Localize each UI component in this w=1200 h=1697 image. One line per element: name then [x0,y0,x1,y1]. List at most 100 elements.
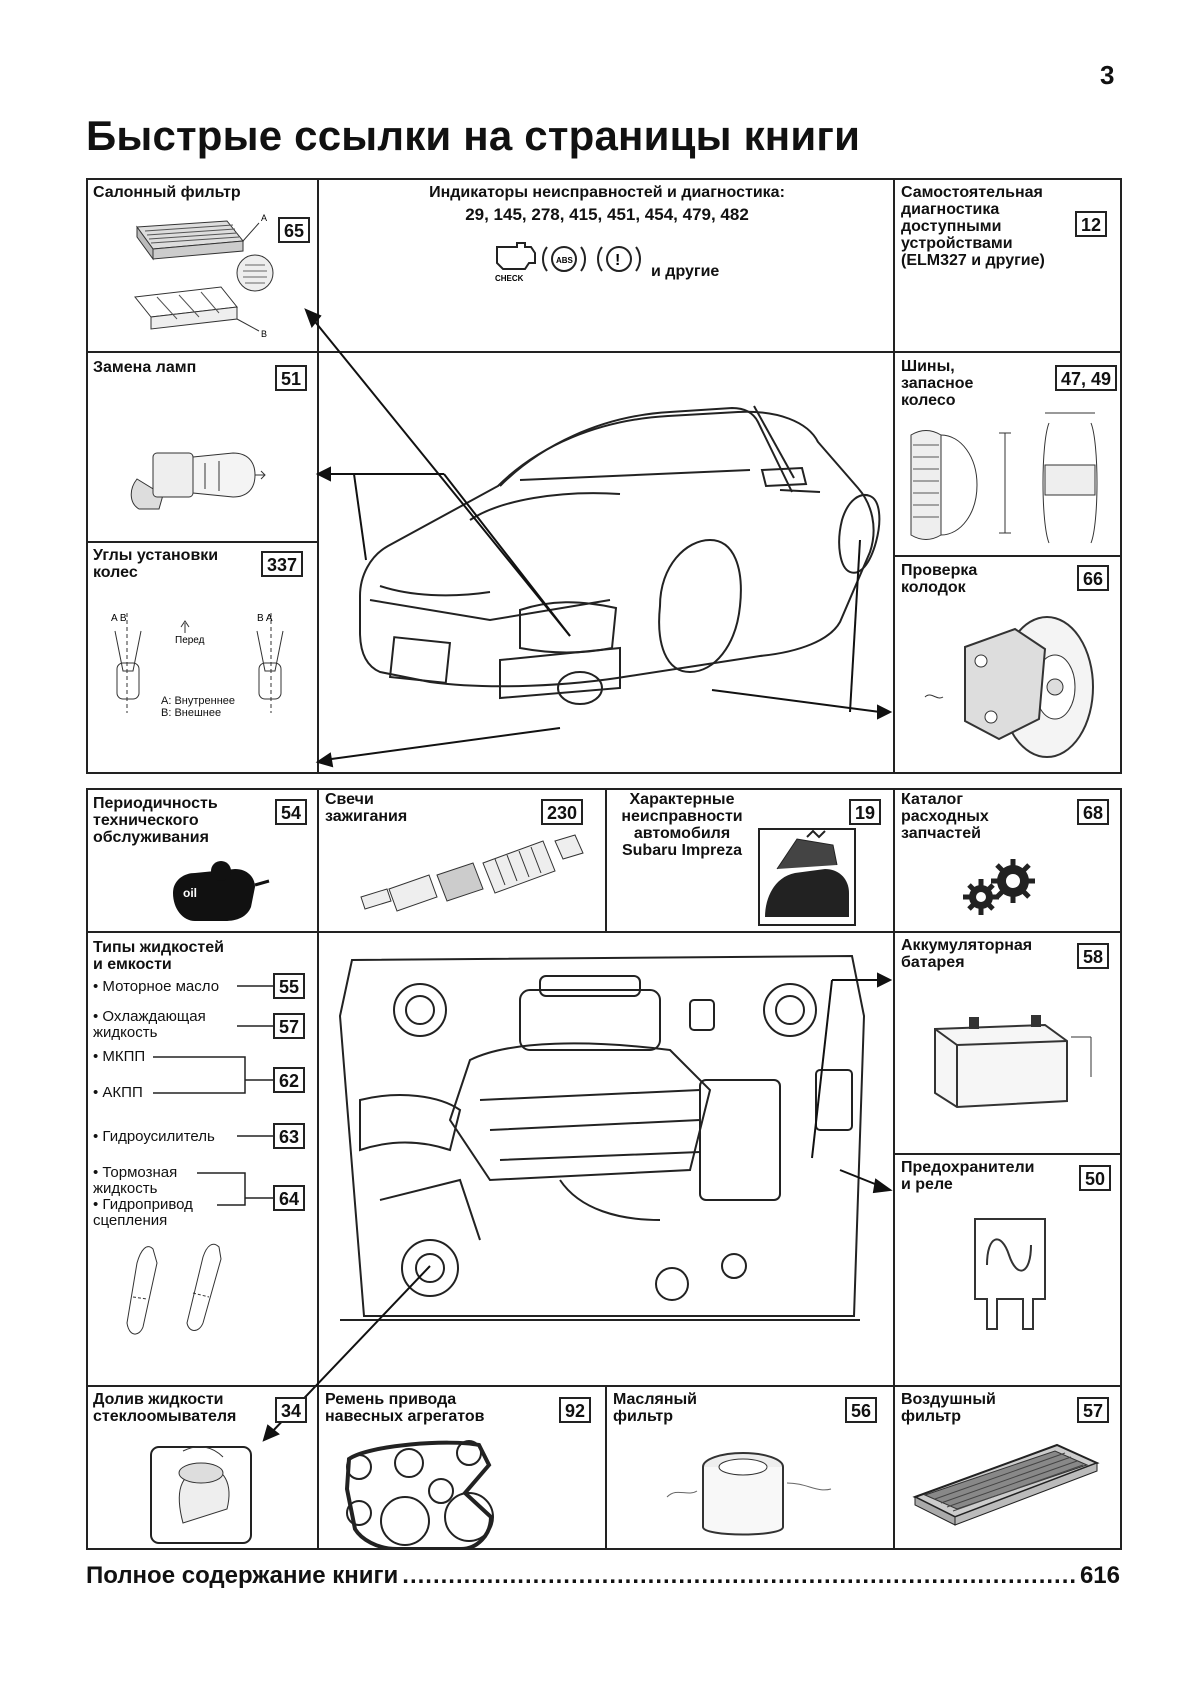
abs-icon: ABS [542,246,586,272]
cell-diagnostics[interactable]: Индикаторы неисправностей и диагностика:… [318,178,894,352]
alignment-marks-left: A B [111,613,127,624]
alignment-front: Перед [175,635,205,646]
parts-catalog-label: Каталог расходных запчастей [901,791,989,842]
cell-car-view [318,352,894,774]
brake-pads-label: Проверка колодок [901,562,978,596]
gears-icon [963,859,1035,915]
car-illustration [304,308,893,768]
belt-label: Ремень привода навесных агрегатов [325,1391,485,1425]
cell-lamps[interactable]: Замена ламп 51 [86,352,318,542]
maintenance-page[interactable]: 54 [275,799,308,825]
battery-icon [934,1015,1092,1109]
cell-self-diagnostics[interactable]: Самостоятельная диагностика доступными у… [894,178,1122,352]
cell-brake-pads[interactable]: Проверка колодок 66 [894,556,1122,774]
warning-lights-icons: CHECK ABS ! [495,242,641,283]
fuses-page[interactable]: 50 [1079,1165,1112,1191]
cell-battery[interactable]: Аккумуляторная батарея 58 [894,932,1122,1154]
parts-catalog-page[interactable]: 68 [1077,799,1110,825]
warn-icon-text: ! [615,252,620,269]
oil-filter-icon [666,1452,832,1536]
fluids-label: Типы жидкостей и емкости [93,939,224,973]
page-title: Быстрые ссылки на страницы книги [86,112,861,159]
cell-air-filter[interactable]: Воздушный фильтр 57 [894,1386,1122,1550]
tires-page[interactable]: 47, 49 [1055,365,1118,391]
abs-icon-text: ABS [556,256,574,265]
air-filter-page[interactable]: 57 [1077,1397,1110,1423]
fuses-label: Предохранители и реле [901,1159,1035,1193]
cell-spark-plugs[interactable]: Свечи зажигания 230 [318,788,606,932]
air-filter-icon [912,1443,1100,1526]
cell-faults[interactable]: Характерные неисправности автомобиля Sub… [606,788,894,932]
fluid-trans-page[interactable]: 62 [273,1067,306,1093]
fluid-coolant-page[interactable]: 57 [273,1013,306,1039]
alignment-legend: A: Внутреннее B: Внешнее [161,695,236,719]
cell-wheel-alignment[interactable]: Углы установки колес 337 A B B A Перед A… [86,542,318,774]
page-number: 3 [1100,60,1115,90]
oil-filter-page[interactable]: 56 [845,1397,878,1423]
faults-page[interactable]: 19 [849,799,882,825]
cell-fuses[interactable]: Предохранители и реле 50 [894,1154,1122,1386]
spark-plugs-label: Свечи зажигания [325,791,408,825]
cell-engine-bay [318,932,894,1386]
belt-page[interactable]: 92 [559,1397,592,1423]
self-diag-page[interactable]: 12 [1075,211,1108,237]
cabin-filter-icon: A B [134,213,274,339]
fluid-manual-trans: • МКПП [93,1048,146,1065]
lamps-page[interactable]: 51 [275,365,308,391]
cell-washer-fluid[interactable]: Долив жидкости стеклоомывателя 34 [86,1386,318,1550]
washer-label: Долив жидкости стеклоомывателя [93,1391,237,1425]
washer-page[interactable]: 34 [275,1397,308,1423]
spark-plugs-page[interactable]: 230 [541,799,584,825]
brake-pads-page[interactable]: 66 [1077,565,1110,591]
battery-page[interactable]: 58 [1077,943,1110,969]
fluid-power-steering-page[interactable]: 63 [273,1123,306,1149]
fluid-coolant: • Охлаждающая жидкость [93,1008,206,1041]
cell-cabin-filter[interactable]: Салонный фильтр 65 A B [86,178,318,352]
fluids-connectors [126,985,273,1335]
toc-label: Полное содержание книги [86,1562,399,1589]
check-icon-text: CHECK [495,274,524,283]
brake-caliper-icon [924,616,1094,758]
cabin-filter-mark-b: B [261,329,267,339]
fuse-icon [974,1218,1046,1330]
diagnostics-pages[interactable]: 29, 145, 278, 415, 451, 454, 479, 482 [465,205,749,224]
wheel-alignment-icon: A B B A Перед [111,613,284,713]
maintenance-label: Периодичность технического обслуживания [93,795,218,846]
brake-warning-icon: ! [597,246,641,272]
fluid-engine-oil: • Моторное масло [93,978,220,995]
battery-label: Аккумуляторная батарея [901,937,1033,971]
oil-filter-label: Масляный фильтр [613,1391,697,1425]
spark-plug-icon [360,834,584,912]
washer-reservoir-icon [150,1446,252,1544]
fluid-engine-oil-page[interactable]: 55 [273,973,306,999]
cabin-filter-label: Салонный фильтр [93,184,241,201]
drive-belt-icon [344,1440,494,1549]
cell-parts-catalog[interactable]: Каталог расходных запчастей 68 [894,788,1122,932]
lamps-label: Замена ламп [93,359,197,376]
toc-dots: ........................................… [402,1562,1076,1589]
diagnostics-label: Индикаторы неисправностей и диагностика: [429,184,785,201]
fluid-brake: • Тормозная жидкость [93,1164,178,1197]
tires-label: Шины, запасное колесо [901,358,974,409]
fluid-clutch: • Гидропривод сцепления [93,1196,193,1229]
bulb-icon [130,452,266,510]
fluid-brake-clutch-page[interactable]: 64 [273,1185,306,1211]
air-filter-label: Воздушный фильтр [901,1391,996,1425]
cell-maintenance[interactable]: Периодичность технического обслуживания … [86,788,318,932]
check-engine-icon: CHECK [495,242,536,283]
self-diag-label: Самостоятельная диагностика доступными у… [901,184,1045,269]
cell-tires[interactable]: Шины, запасное колесо 47, 49 [894,352,1122,556]
svg-text:oil: oil [183,886,197,900]
fluid-auto-trans: • АКПП [93,1084,143,1101]
bottom-frame [86,788,1122,1550]
toc-page[interactable]: 616 [1079,1562,1120,1589]
cabin-filter-mark-a: A [261,213,267,223]
cell-fluids[interactable]: Типы жидкостей и емкости • Моторное масл… [86,932,318,1386]
cell-drive-belt[interactable]: Ремень привода навесных агрегатов 92 [318,1386,606,1550]
wheel-alignment-label: Углы установки колес [93,547,219,581]
cell-oil-filter[interactable]: Масляный фильтр 56 [606,1386,894,1550]
wheel-alignment-page[interactable]: 337 [261,551,304,577]
cabin-filter-page[interactable]: 65 [278,217,311,243]
fluid-power-steering: • Гидроусилитель [93,1128,215,1145]
toc-line[interactable]: Полное содержание книги ................… [86,1562,1120,1590]
